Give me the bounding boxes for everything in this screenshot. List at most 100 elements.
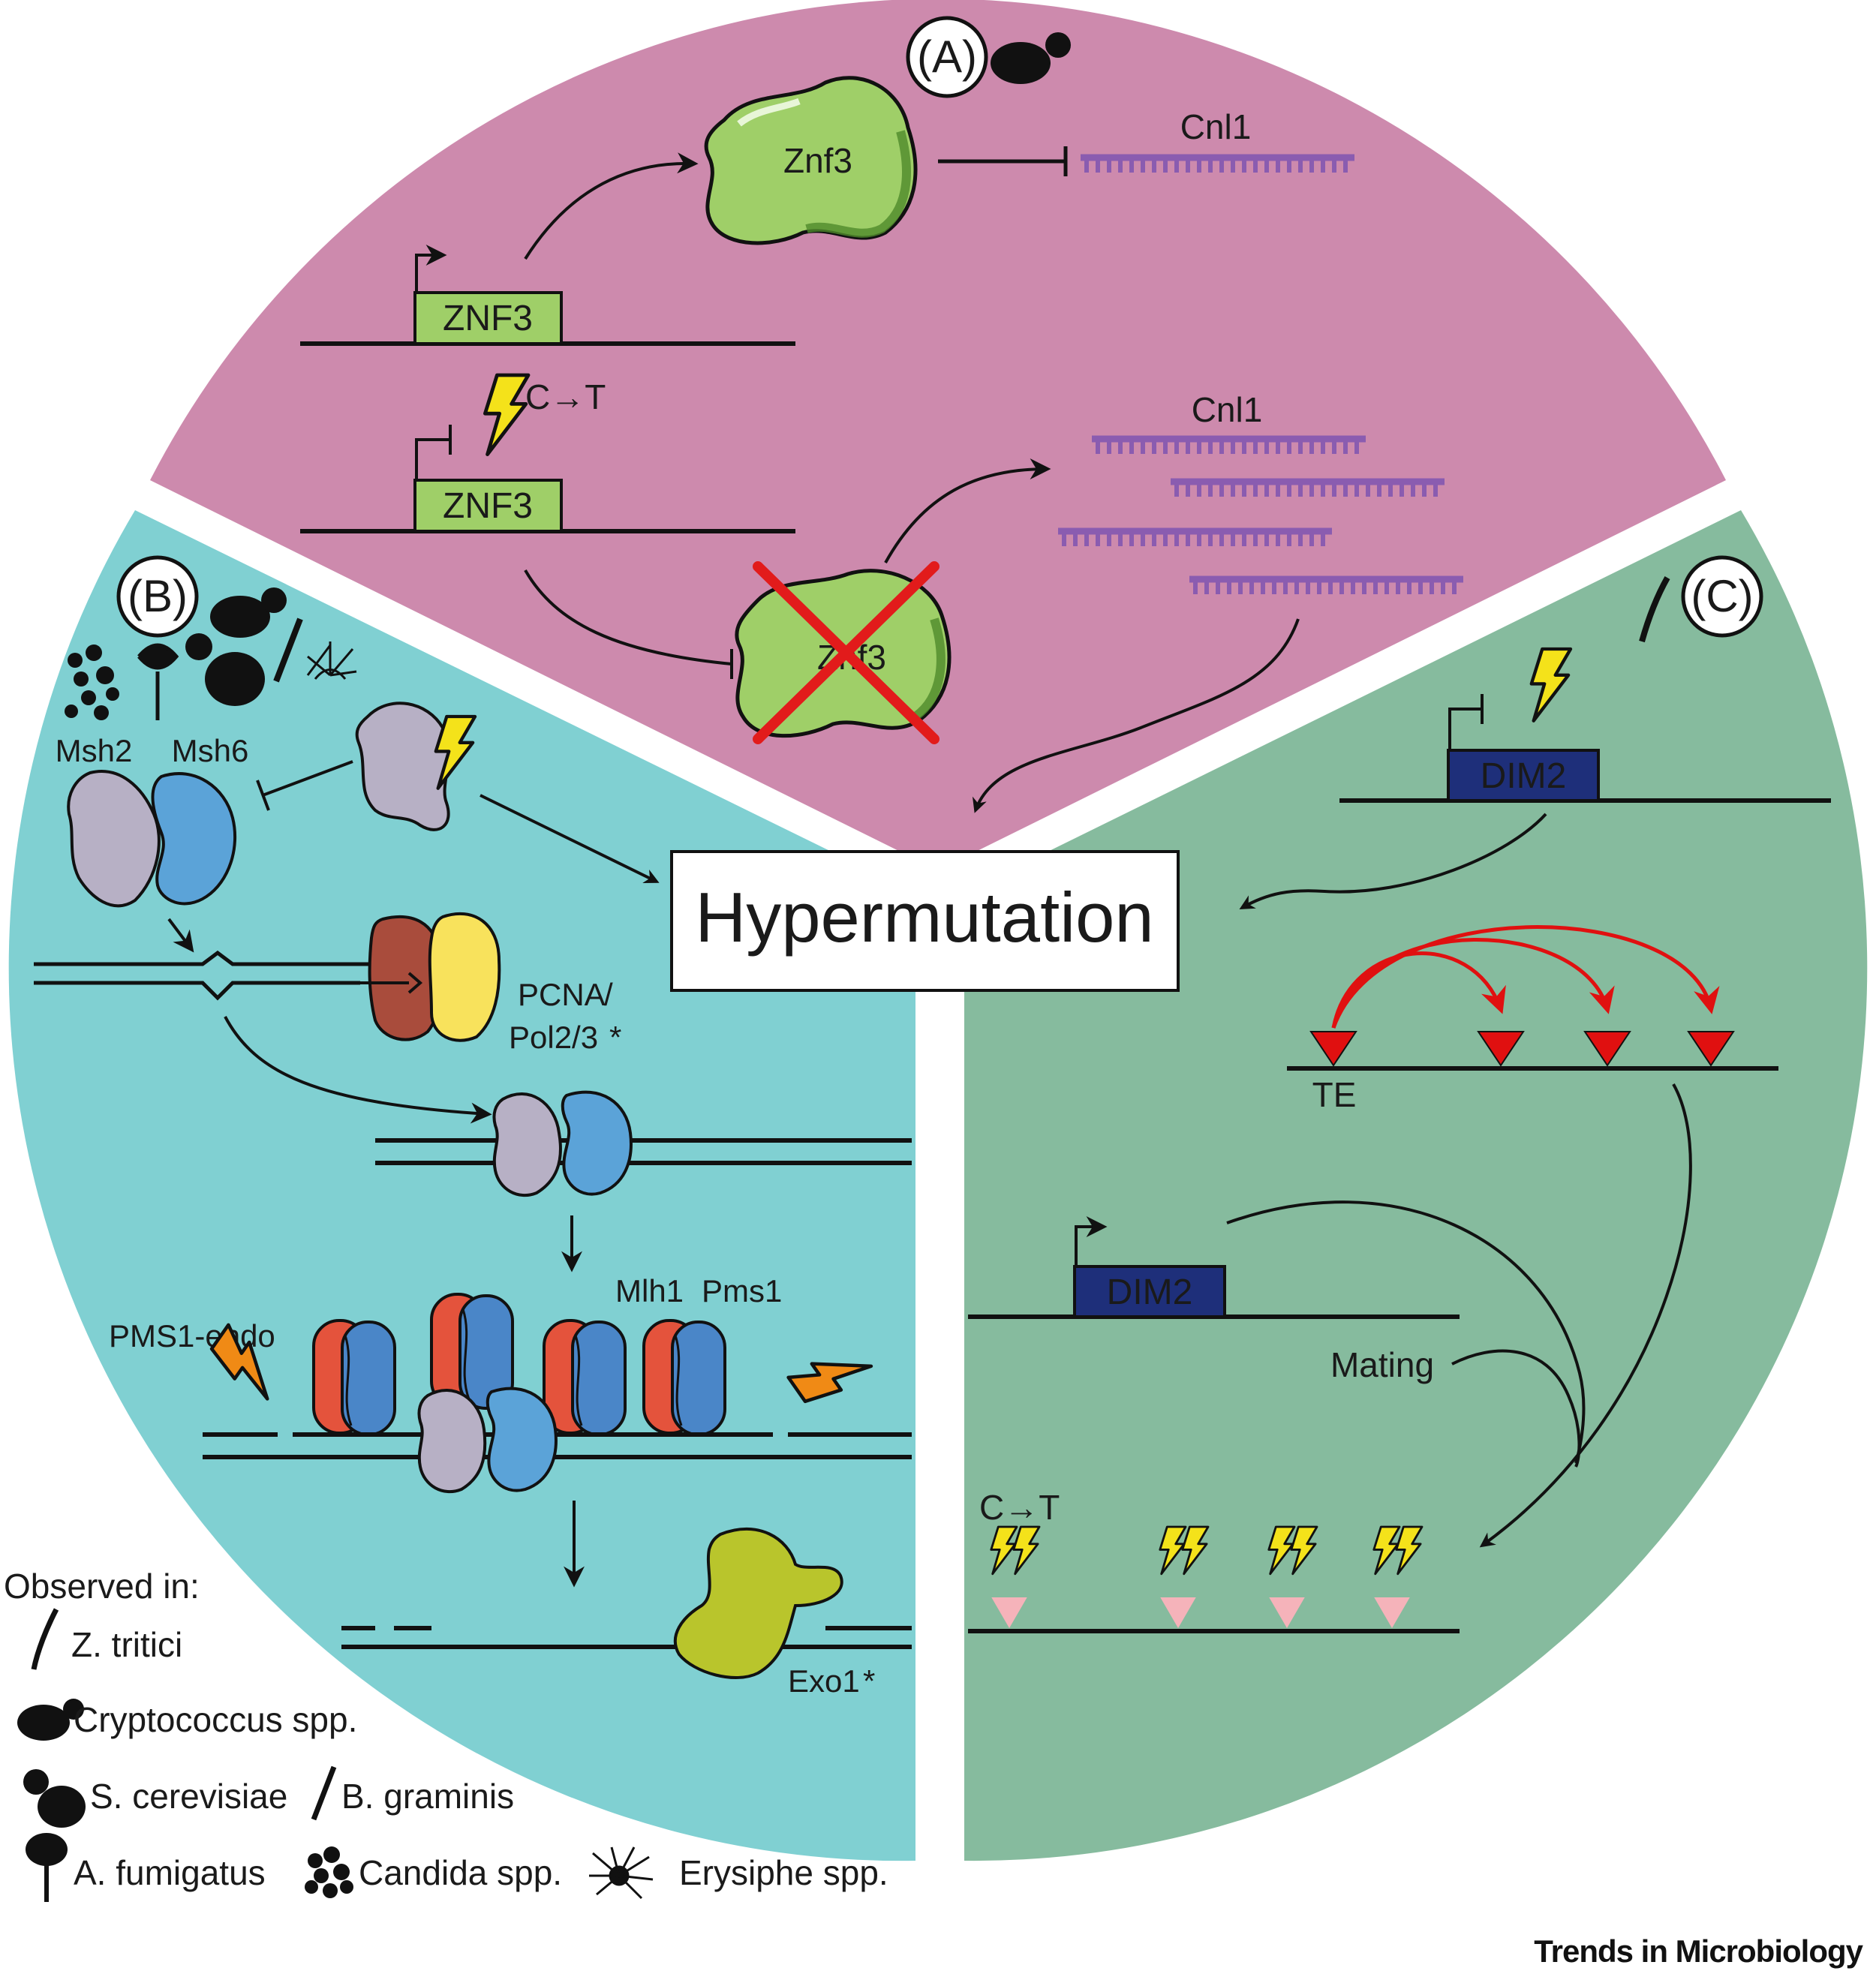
blocked-promoter-icon: [415, 425, 452, 480]
panel-b-label-circle: [116, 555, 199, 638]
znf3-mutant-gene-box: [413, 479, 563, 533]
b-graminis-label: B. graminis: [341, 1777, 514, 1816]
exo1-star: *: [863, 1663, 875, 1699]
rna-strand-icon: [1171, 478, 1445, 497]
hypermutation-box: [670, 850, 1180, 992]
dim2-activity-arrow: [1226, 1200, 1586, 1464]
panel-c-label-circle: [1681, 555, 1763, 638]
panel-c-background: [964, 510, 1868, 1861]
panel-a-label: (A): [917, 32, 977, 82]
pcna-slash: /: [604, 977, 613, 1012]
dim2-to-hypermutation-arrow: [1239, 813, 1547, 909]
cnl1-label-top: Cnl1: [1180, 107, 1252, 146]
s-cerevisiae-legend-icon: [23, 1769, 86, 1828]
candida-legend-icon: [305, 1846, 353, 1898]
expression-arrow: [524, 152, 699, 260]
pcna-pol-complex-icon: [360, 912, 501, 1042]
pcna-label: PCNA: [518, 977, 606, 1012]
panel-a-background: [150, 0, 1726, 870]
msh-to-hypermutation-arrow: [480, 794, 660, 883]
arrow-down: [167, 918, 194, 953]
cryptococcus-icon: [991, 32, 1071, 84]
mating-label: Mating: [1330, 1345, 1434, 1384]
hypermutation-label: Hypermutation: [695, 878, 1153, 957]
derepression-arrow: [884, 458, 1051, 563]
inhibition-arrow: [256, 760, 353, 811]
znf3-mutant-gene-label: ZNF3: [443, 486, 533, 526]
dim2-gene-label-bottom: DIM2: [1107, 1272, 1193, 1312]
cnl1-rna-icon: [1081, 154, 1354, 173]
mlh1-pms1-dimer-icon: [642, 1319, 726, 1436]
z-tritici-legend-icon: [31, 1608, 59, 1670]
red-cross-icon: [753, 561, 940, 744]
journal-credit: Trends in Microbiology: [1534, 1933, 1863, 1969]
rip-site-icon: [990, 1525, 1041, 1628]
recognition-arrow: [224, 1016, 492, 1124]
erysiphe-legend-icon: [589, 1846, 654, 1900]
panel-c: (C) DIM2 TE DIM2 Mating C: [968, 555, 1831, 1633]
msh6-label: Msh6: [172, 733, 249, 768]
te-to-mutation-arrow: [1479, 1083, 1692, 1548]
legend-title: Observed in:: [4, 1567, 200, 1606]
panel-b-label: (B): [128, 571, 188, 621]
panel-a-label-circle: [906, 16, 988, 98]
mlh1-label: Mlh1: [615, 1273, 684, 1308]
species-icons-b: [65, 587, 357, 720]
cnl1-to-hypermutation-arrow: [972, 618, 1300, 813]
z-tritici-icon: [1639, 576, 1670, 643]
dim2-gene-label-top: DIM2: [1481, 756, 1567, 796]
msh2-msh6-complex-icon: [67, 770, 236, 908]
znf3-protein-label: Znf3: [783, 141, 852, 180]
dim2-gene-box-bottom: [1073, 1265, 1226, 1318]
mlh1-pms1-dimer-icon: [543, 1319, 627, 1436]
cnl1-label-bottom: Cnl1: [1192, 390, 1263, 429]
z-tritici-label: Z. tritici: [71, 1625, 182, 1664]
cryptococcus-label: Cryptococcus spp.: [74, 1700, 357, 1739]
pol23-star: *: [609, 1020, 621, 1055]
inhibition-arrow: [938, 146, 1068, 176]
erysiphe-label: Erysiphe spp.: [679, 1853, 888, 1892]
blocked-promoter-icon: [1448, 694, 1484, 750]
rna-strand-icon: [1081, 154, 1354, 173]
panel-c-label: (C): [1691, 571, 1753, 621]
rip-mutation-sites-icon: [990, 1525, 1424, 1628]
rna-strand-icon: [1092, 435, 1366, 454]
dim2-gene-box-top: [1447, 749, 1600, 802]
exo1-protein-icon: [673, 1527, 843, 1679]
panel-a: (A) ZNF3 Znf3 Cnl1 ZNF3 C→T: [300, 16, 1463, 813]
mlh1-pms1-dimer-icon: [430, 1293, 514, 1410]
promoter-arrow-icon: [1075, 1216, 1108, 1266]
ct-mutation-label-c: C→T: [979, 1488, 1060, 1527]
dna-duplex: [375, 1138, 912, 1165]
msh-complex-on-dna-icon: [492, 1090, 633, 1197]
replicating-dna: [34, 950, 488, 1001]
promoter-arrow-icon: [415, 245, 447, 294]
te-label: TE: [1312, 1075, 1357, 1114]
msh-complex-lower-icon: [417, 1387, 558, 1494]
pms1-label: Pms1: [702, 1273, 782, 1308]
msh2-label: Msh2: [56, 733, 133, 768]
te-insertions-icon: [1309, 1031, 1735, 1067]
a-fumigatus-legend-icon: [26, 1833, 68, 1902]
ct-mutation-label-a: C→T: [525, 377, 606, 416]
transposition-arrows: [1331, 925, 1720, 1029]
rip-site-icon: [1267, 1525, 1318, 1628]
candida-label: Candida spp.: [359, 1853, 562, 1892]
mutated-msh-protein-icon: [355, 702, 450, 831]
inhibition-arrow: [524, 569, 733, 679]
exo1-label: Exo1: [788, 1663, 860, 1699]
panel-b: (B) Msh2 Msh6: [34, 555, 912, 1699]
a-fumigatus-label: A. fumigatus: [74, 1853, 266, 1892]
legend: Observed in: Z. tritici Cryptococcus spp…: [4, 1567, 888, 1902]
znf3-gene-box: [413, 291, 563, 345]
znf3-protein-icon: [704, 76, 918, 245]
mlh1-pms1-dimer-icon: [312, 1319, 396, 1436]
pol23-label: Pol2/3: [509, 1020, 598, 1055]
cryptococcus-legend-icon: [17, 1699, 84, 1741]
znf3-gene-label: ZNF3: [443, 299, 533, 338]
rna-strand-icon: [1058, 527, 1332, 546]
cnl1-rna-many-icon: [1058, 435, 1463, 594]
mating-arrow: [1451, 1349, 1581, 1468]
s-cerevisiae-label: S. cerevisiae: [90, 1777, 287, 1816]
rip-site-icon: [1372, 1525, 1424, 1628]
